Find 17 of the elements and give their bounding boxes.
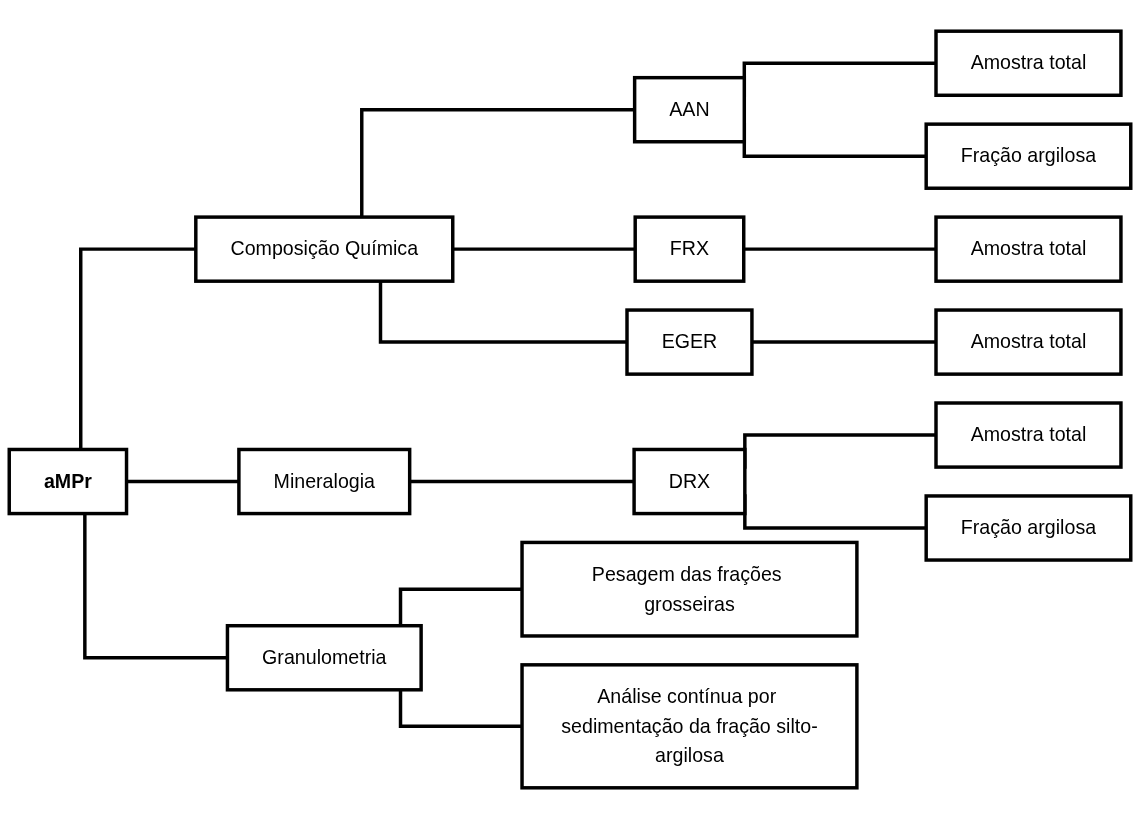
node-box: aMPr [7, 447, 129, 516]
node-box: Composição Química [194, 215, 455, 283]
node-box: Amostra total [934, 308, 1123, 376]
node-box: EGER [625, 308, 754, 376]
node-box: DRX [632, 447, 747, 516]
node-box: Amostra total [934, 29, 1123, 97]
node-box: FRX [633, 215, 746, 283]
node-box: Granulometria [225, 624, 423, 692]
node-box: Pesagem das frações grosseiras [520, 540, 859, 638]
node-box: Amostra total [934, 215, 1123, 283]
node-box: Análise contínua por sedimentação da fração silto-argilosa [520, 663, 859, 790]
connector [378, 281, 627, 344]
node-box: Fração argilosa [924, 122, 1133, 190]
node-box: Amostra total [934, 401, 1123, 469]
node-box: Mineralogia [237, 447, 412, 516]
node-box: AAN [632, 75, 747, 144]
node-box: Fração argilosa [924, 494, 1133, 562]
